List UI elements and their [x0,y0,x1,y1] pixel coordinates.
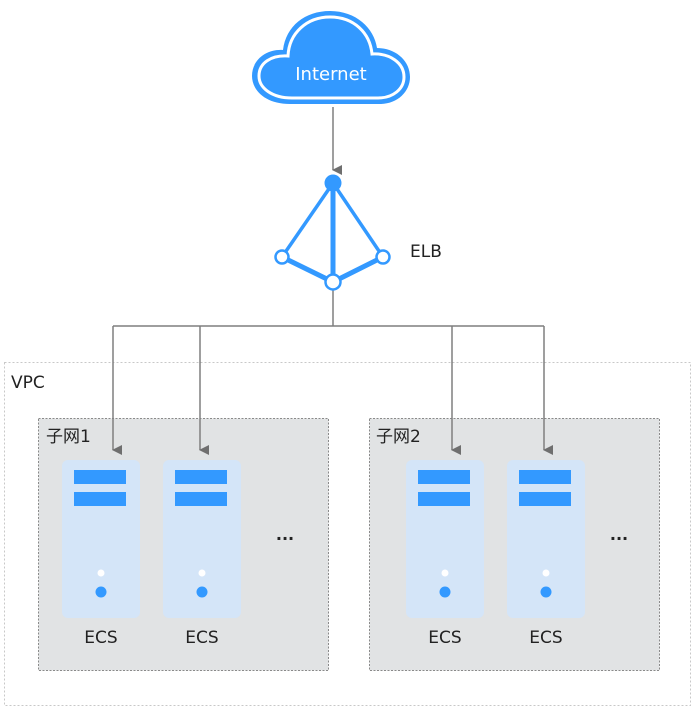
subnet-1-label: 子网1 [46,427,91,447]
ecs-label: ECS [529,628,562,648]
vpc-label: VPC [11,373,45,393]
elb-label: ELB [410,242,442,262]
server-slot-icon [418,470,470,484]
internet-label: Internet [295,64,366,85]
ecs-server-2-1[interactable]: ECS [406,460,484,648]
ecs-server-1-2[interactable]: ECS [163,460,241,648]
subnet-2: 子网2 ECS ECS ... [369,418,660,671]
server-led-icon [198,569,206,577]
server-slot-icon [74,492,126,506]
internet-node[interactable]: Internet [252,11,410,104]
server-slot-icon [519,470,571,484]
subnet-1: 子网1 ECS ECS ... [38,418,329,671]
ecs-label: ECS [428,628,461,648]
server-power-icon [439,586,451,598]
server-slot-icon [519,492,571,506]
ecs-label: ECS [84,628,117,648]
connections [112,107,553,455]
load-balancer-icon [274,174,391,291]
elb-node[interactable]: ELB [274,174,442,291]
server-led-icon [97,569,105,577]
server-power-icon [95,586,107,598]
ecs-label: ECS [185,628,218,648]
server-led-icon [441,569,449,577]
server-slot-icon [418,492,470,506]
server-led-icon [542,569,550,577]
ecs-server-2-2[interactable]: ECS [507,460,585,648]
server-power-icon [540,586,552,598]
subnet-2-label: 子网2 [376,427,421,447]
server-slot-icon [175,470,227,484]
ecs-server-1-1[interactable]: ECS [62,460,140,648]
server-slot-icon [175,492,227,506]
cloud-icon [252,11,410,104]
more-servers-ellipsis: ... [276,525,294,544]
more-servers-ellipsis: ... [610,525,628,544]
server-slot-icon [74,470,126,484]
server-power-icon [196,586,208,598]
